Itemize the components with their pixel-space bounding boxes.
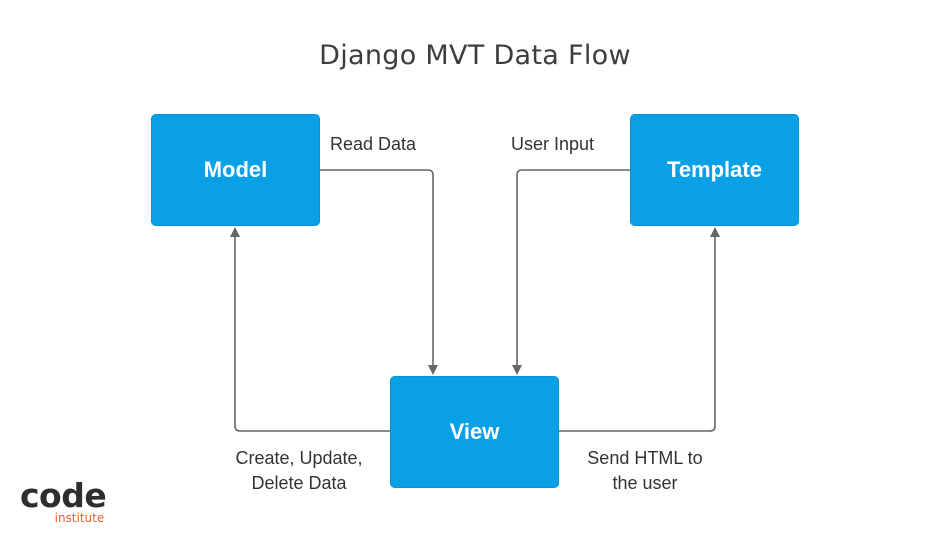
- edge-label-user-input: User Input: [511, 134, 595, 154]
- logo-wordmark: code: [20, 476, 107, 515]
- node-view-label: View: [449, 419, 500, 444]
- code-institute-logo: code institute: [20, 476, 107, 525]
- arrow-read-data: [320, 169, 438, 375]
- diagram-title: Django MVT Data Flow: [319, 40, 631, 71]
- edge-label-create-update-delete: Create, Update, Delete Data: [214, 446, 384, 496]
- edge-label-line: the user: [612, 473, 678, 493]
- edge-label-read-data: Read Data: [330, 134, 417, 154]
- node-template-label: Template: [667, 157, 762, 182]
- node-model: Model: [151, 114, 320, 226]
- node-template: Template: [630, 114, 799, 226]
- node-model-label: Model: [203, 157, 268, 182]
- edge-label-line: Send HTML to: [587, 448, 703, 468]
- logo-subtext: institute: [54, 511, 105, 525]
- node-view: View: [390, 376, 559, 488]
- edge-label-send-html: Send HTML to the user: [572, 446, 718, 496]
- arrow-create-update-delete: [230, 227, 390, 432]
- arrow-send-html: [559, 227, 720, 432]
- edge-label-line: Create, Update,: [235, 448, 363, 468]
- arrow-user-input: [512, 169, 630, 375]
- edge-label-line: Delete Data: [251, 473, 347, 493]
